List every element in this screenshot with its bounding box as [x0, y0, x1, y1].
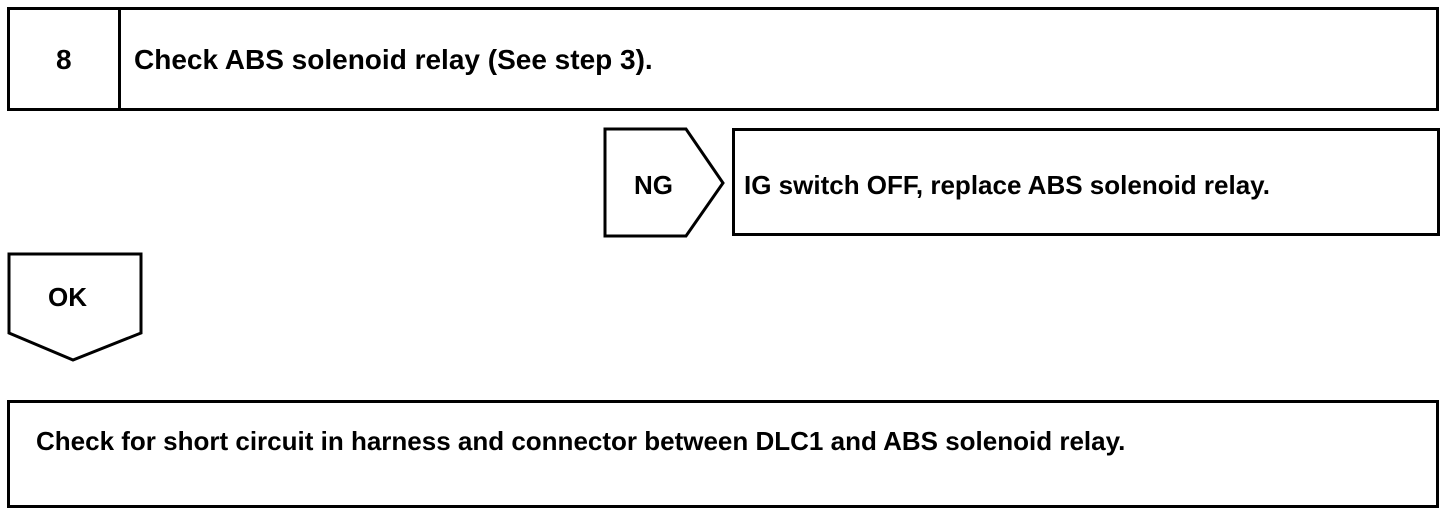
step-number-divider: [118, 7, 121, 111]
step-title: Check ABS solenoid relay (See step 3).: [134, 44, 653, 75]
ng-action-box: [732, 128, 1440, 236]
ok-arrow-shape: [7, 252, 143, 362]
step-box: [7, 7, 1439, 111]
ng-action-text: IG switch OFF, replace ABS solenoid rela…: [744, 170, 1270, 200]
ng-label: NG: [634, 170, 673, 200]
step-number: 8: [56, 44, 72, 75]
next-step-text: Check for short circuit in harness and c…: [36, 426, 1126, 456]
ok-label: OK: [48, 282, 87, 312]
next-step-box: [7, 400, 1439, 508]
